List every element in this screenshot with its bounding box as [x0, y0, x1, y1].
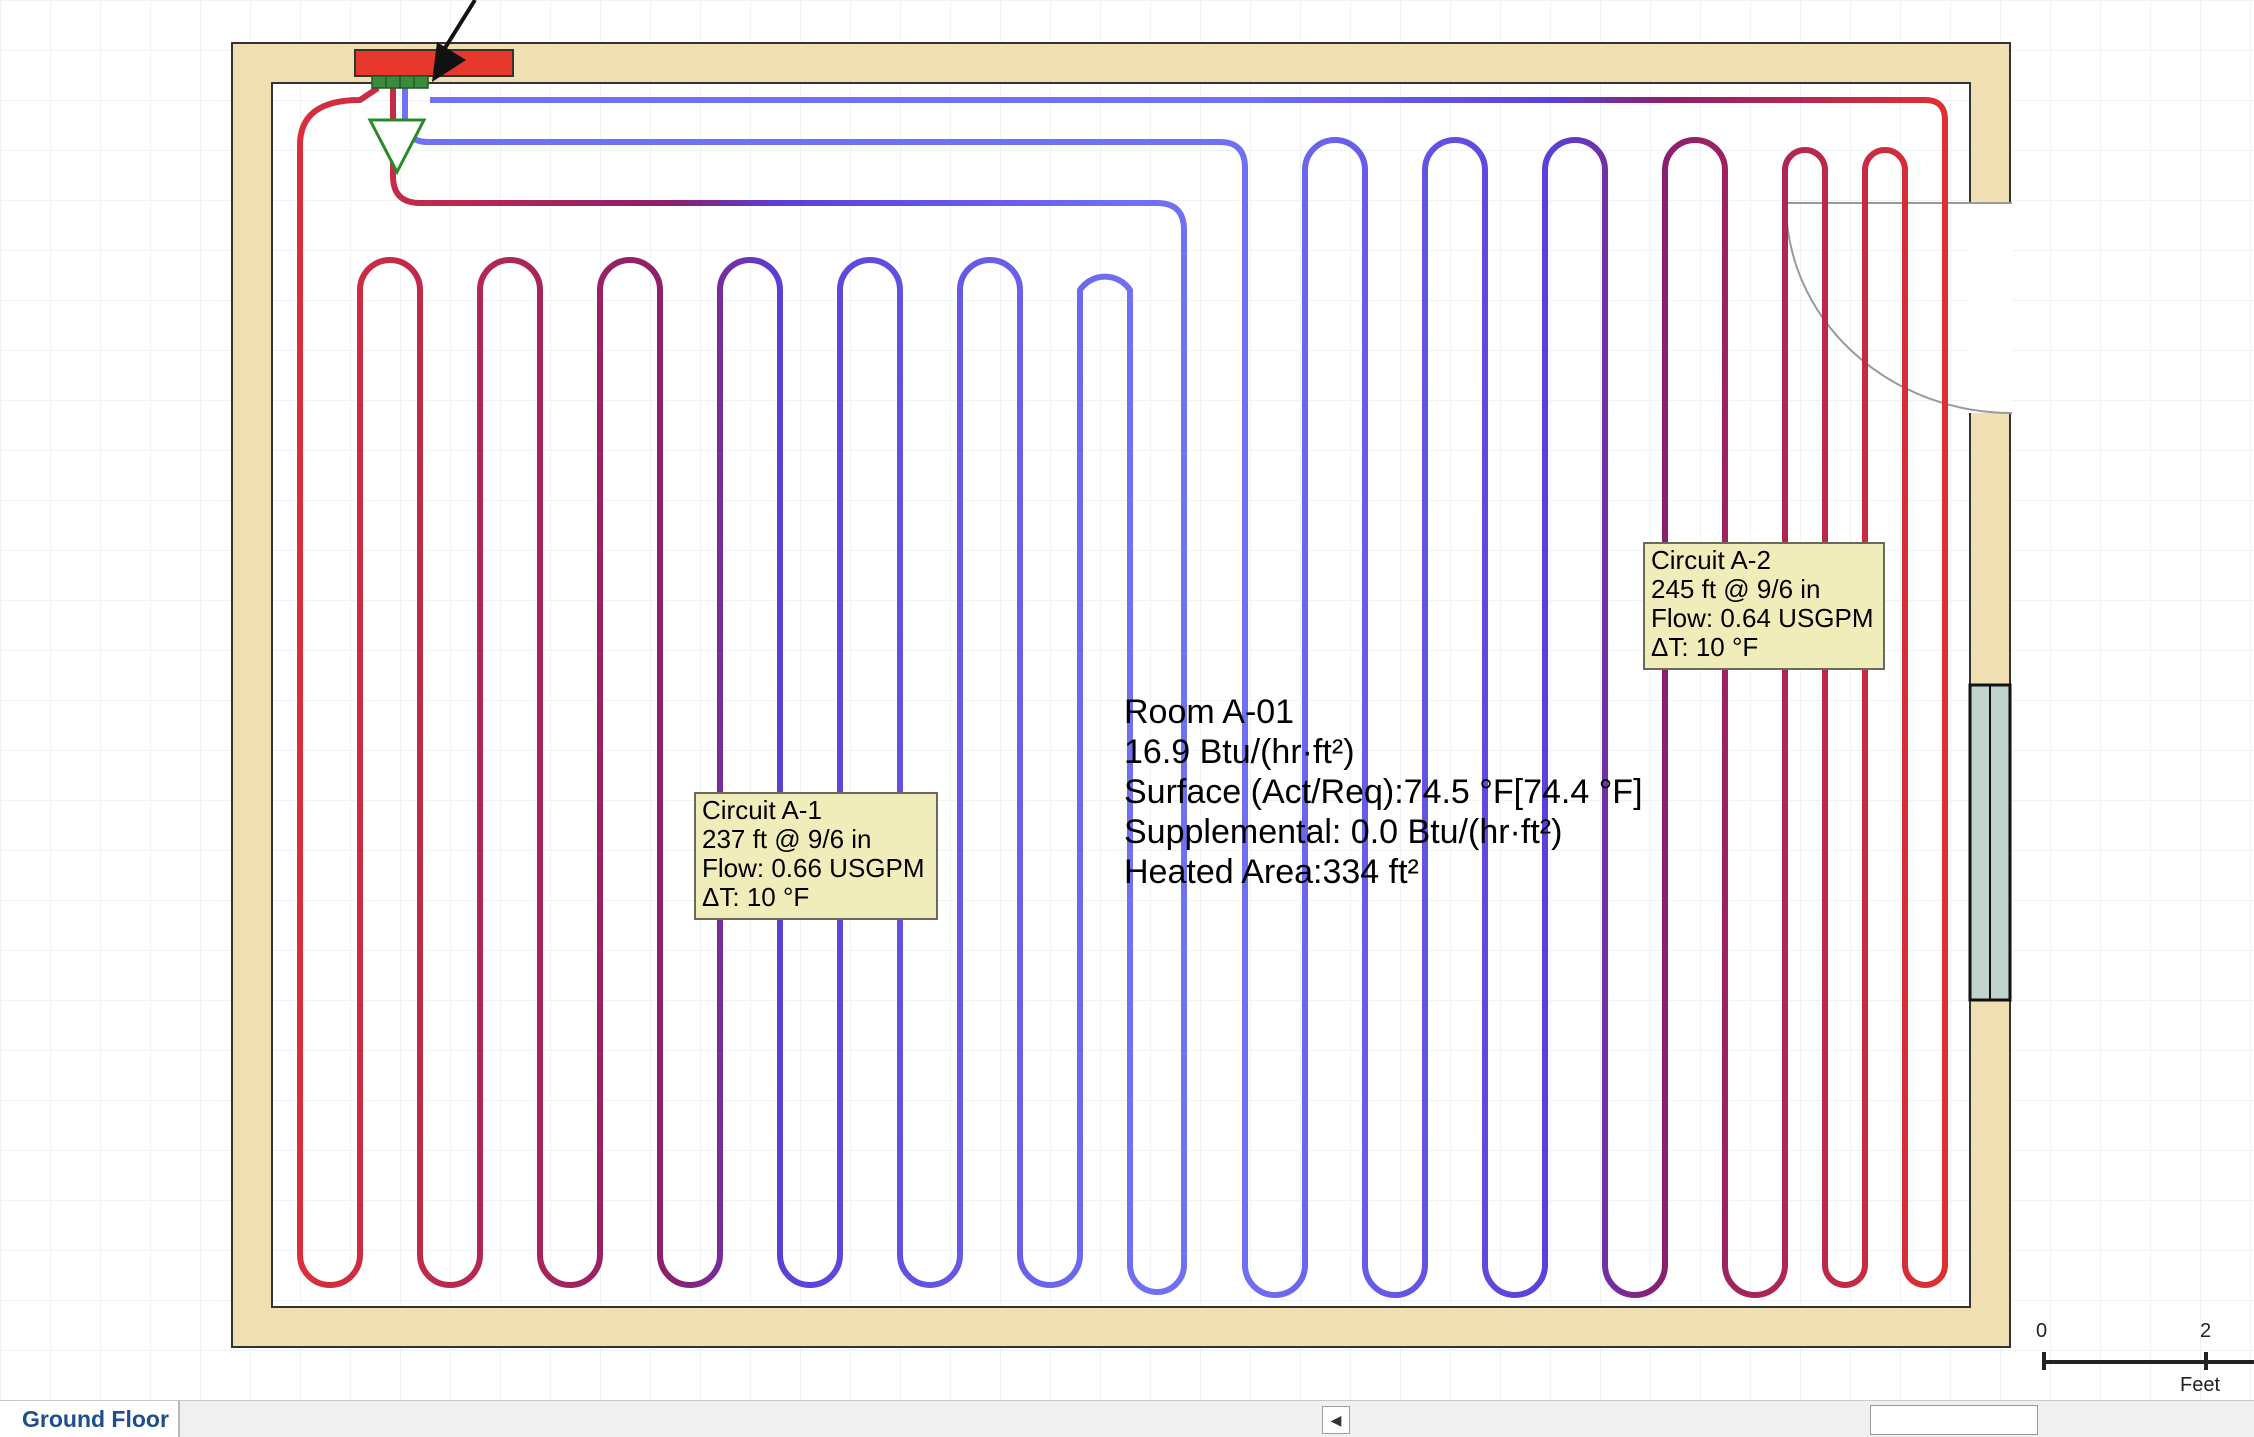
door-opening — [1968, 203, 2012, 413]
circuit-a2-length: 245 ft @ 9/6 in — [1651, 574, 1821, 604]
chevron-left-icon: ◀ — [1330, 1411, 1342, 1428]
scale-unit-label: Feet — [2180, 1374, 2221, 1396]
arrow-pointer-icon — [443, 0, 477, 50]
circuit-a2-label[interactable]: Circuit A-2 245 ft @ 9/6 in Flow: 0.64 U… — [1643, 542, 1885, 670]
circuit-a2-delta-t: ΔT: 10 °F — [1651, 632, 1759, 662]
room-walls[interactable] — [231, 42, 2011, 1348]
scale-start-label: 0 — [2036, 1320, 2048, 1342]
floor-plan[interactable] — [0, 0, 2254, 1400]
room-name: Room A-01 — [1124, 693, 1295, 731]
scale-bar: 0 2 Feet — [2030, 1320, 2254, 1400]
circuit-a2-flow: Flow: 0.64 USGPM — [1651, 603, 1874, 633]
horizontal-scrollbar[interactable] — [1350, 1406, 1870, 1434]
room-info-label[interactable]: Room A-01 16.9 Btu/(hr·ft²) Surface (Act… — [1124, 692, 1643, 892]
circuit-a1-delta-t: ΔT: 10 °F — [702, 882, 810, 912]
room-heated-area: Heated Area:334 ft² — [1124, 853, 1419, 891]
triangle-valve-icon[interactable] — [367, 118, 427, 176]
circuit-a1-label[interactable]: Circuit A-1 237 ft @ 9/6 in Flow: 0.66 U… — [694, 792, 938, 920]
circuit-a2-tubing[interactable] — [402, 88, 1948, 1298]
circuit-a1-length: 237 ft @ 9/6 in — [702, 824, 872, 854]
drawing-canvas[interactable]: Circuit A-1 237 ft @ 9/6 in Flow: 0.66 U… — [0, 0, 2254, 1400]
circuit-a1-tubing[interactable] — [297, 85, 1187, 1295]
scroll-left-button[interactable]: ◀ — [1322, 1406, 1350, 1434]
room-surface-temp: Surface (Act/Req):74.5 °F[74.4 °F] — [1124, 773, 1643, 811]
circuit-a1-flow: Flow: 0.66 USGPM — [702, 853, 925, 883]
room-output: 16.9 Btu/(hr·ft²) — [1124, 733, 1355, 771]
door-swing — [1785, 202, 2013, 414]
status-bar: Ground Floor ◀ — [0, 1400, 2254, 1437]
circuit-a2-name: Circuit A-2 — [1651, 545, 1771, 575]
zoom-field[interactable] — [1870, 1405, 2038, 1435]
circuit-a1-name: Circuit A-1 — [702, 795, 822, 825]
room-supplemental: Supplemental: 0.0 Btu/(hr·ft²) — [1124, 813, 1563, 851]
scale-end-label: 2 — [2200, 1320, 2212, 1342]
tab-ground-floor[interactable]: Ground Floor — [0, 1401, 180, 1437]
arrow-pointer-icon — [432, 42, 466, 82]
scale-line — [2044, 1360, 2254, 1364]
